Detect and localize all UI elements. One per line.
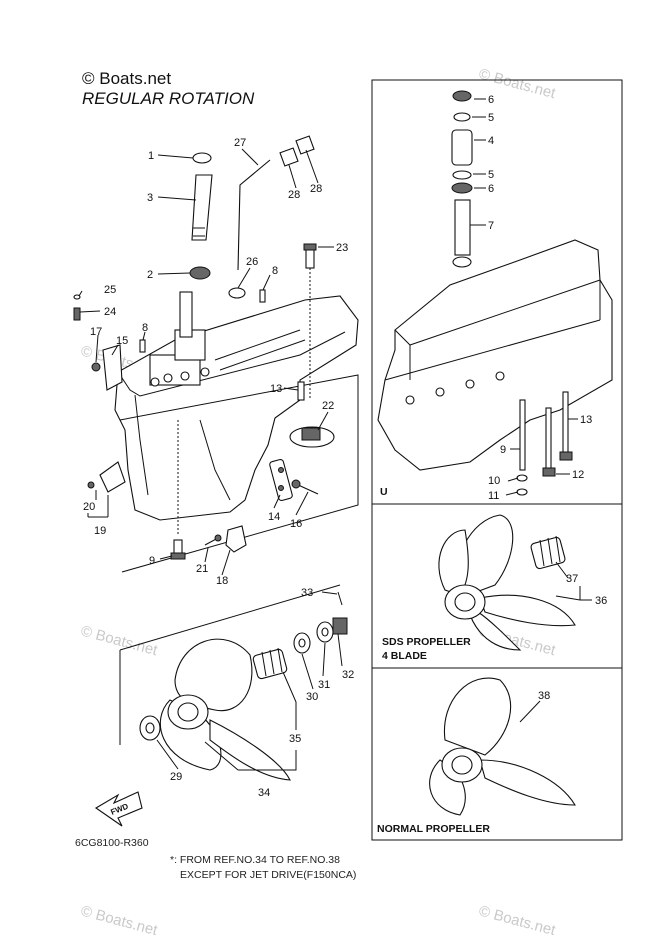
- lower-case-drawing: [73, 135, 359, 573]
- upper-case-drawing: [377, 90, 613, 496]
- normal-propeller-box: [371, 667, 623, 841]
- callout-10: 10: [488, 475, 500, 487]
- callout-25: 25: [104, 284, 116, 296]
- callout-34: 34: [258, 787, 270, 799]
- callout-31: 31: [318, 679, 330, 691]
- callout-19: 19: [94, 525, 106, 537]
- callout-15: 15: [116, 335, 128, 347]
- upper-box-label: U: [380, 486, 388, 498]
- callout-4: 4: [488, 135, 494, 147]
- callout-5b: 5: [488, 169, 494, 181]
- sds-propeller-drawing: [438, 514, 576, 651]
- callout-11: 11: [488, 490, 499, 502]
- callout-labels: 1 3 27 28 28 2 26 8 23 25 24 17 15 8 13 …: [83, 94, 607, 799]
- diagram-code: 6CG8100-R360: [75, 837, 149, 849]
- callout-32: 32: [342, 669, 354, 681]
- callout-13b: 13: [580, 414, 592, 426]
- callout-20: 20: [83, 501, 95, 513]
- callout-18: 18: [216, 575, 228, 587]
- callout-6b: 6: [488, 183, 494, 195]
- watermark-heading: © Boats.net: [82, 69, 171, 88]
- callout-8b: 8: [142, 322, 148, 334]
- sds-label-line2: 4 BLADE: [382, 650, 427, 662]
- callout-9b: 9: [500, 444, 506, 456]
- callout-29: 29: [170, 771, 182, 783]
- callout-38: 38: [538, 690, 550, 702]
- callout-37: 37: [566, 573, 578, 585]
- callout-16: 16: [290, 518, 302, 530]
- callout-30: 30: [306, 691, 318, 703]
- watermark: © Boats.net: [477, 902, 558, 935]
- callout-27: 27: [234, 137, 246, 149]
- callout-17: 17: [90, 326, 102, 338]
- diagram-title: REGULAR ROTATION: [82, 89, 255, 108]
- callout-28: 28: [310, 183, 322, 195]
- callout-2: 2: [147, 269, 153, 281]
- callout-28: 28: [288, 189, 300, 201]
- watermark: © Boats.net: [79, 902, 160, 935]
- callout-5: 5: [488, 112, 494, 124]
- callout-24: 24: [104, 306, 116, 318]
- leader-lines: [78, 98, 592, 771]
- callout-35: 35: [289, 733, 301, 745]
- footnote-line2: EXCEPT FOR JET DRIVE(F150NCA): [180, 869, 356, 881]
- callout-14: 14: [268, 511, 280, 523]
- propeller-drawing: [94, 584, 348, 827]
- callout-8: 8: [272, 265, 278, 277]
- callout-36: 36: [595, 595, 607, 607]
- callout-21: 21: [196, 563, 208, 575]
- footnote-line1: *: FROM REF.NO.34 TO REF.NO.38: [170, 854, 340, 866]
- sds-label-line1: SDS PROPELLER: [382, 636, 471, 648]
- callout-6: 6: [488, 94, 494, 106]
- callout-3: 3: [147, 192, 153, 204]
- normal-propeller-label: NORMAL PROPELLER: [377, 823, 490, 835]
- callout-13: 13: [270, 383, 282, 395]
- callout-1: 1: [148, 150, 154, 162]
- callout-33: 33: [301, 587, 313, 599]
- callout-23: 23: [336, 242, 348, 254]
- callout-22: 22: [322, 400, 334, 412]
- normal-propeller-drawing: [429, 677, 576, 816]
- callout-7: 7: [488, 220, 494, 232]
- callout-9: 9: [149, 555, 155, 567]
- callout-12: 12: [572, 469, 584, 481]
- callout-26: 26: [246, 256, 258, 268]
